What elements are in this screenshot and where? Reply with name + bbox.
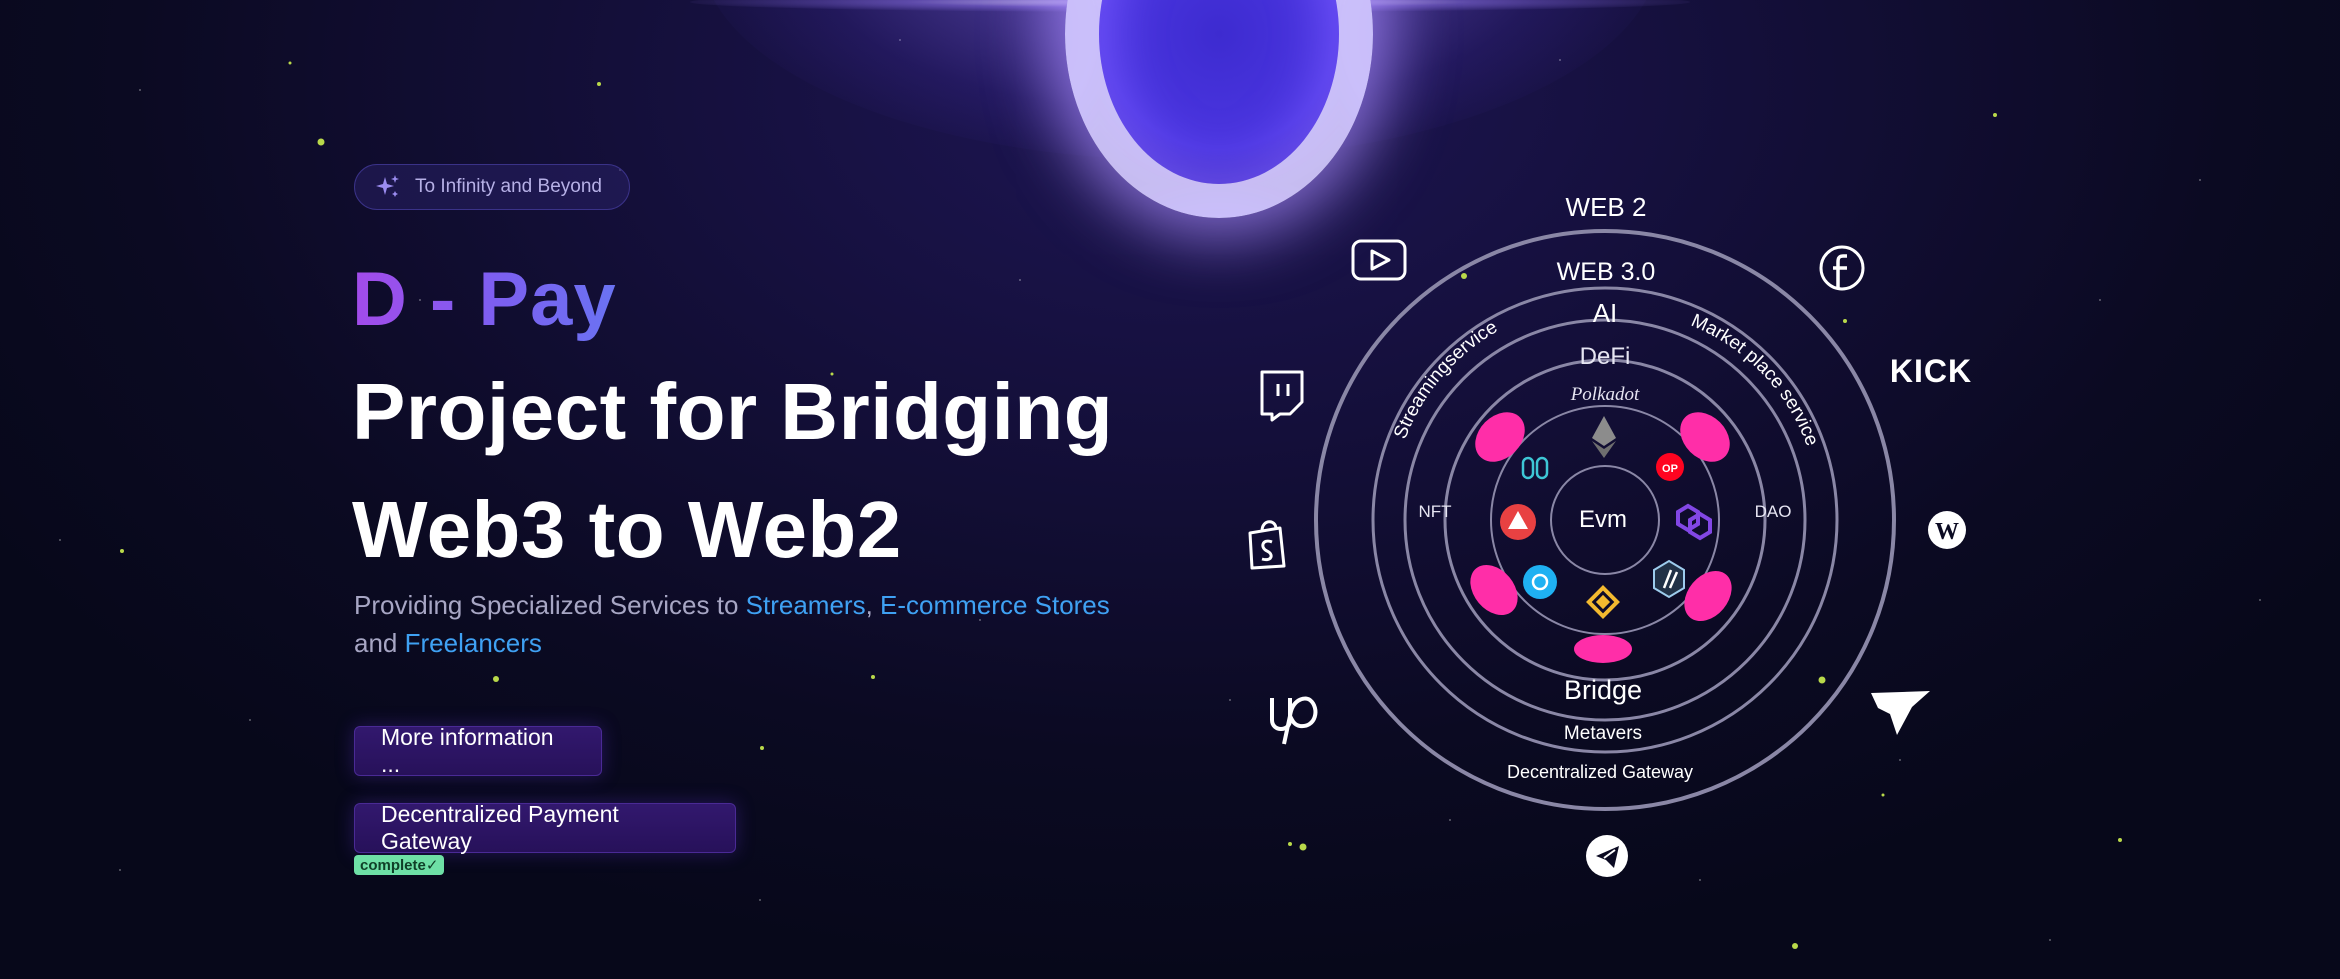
hero-subtitle: Providing Specialized Services to Stream…	[354, 586, 1254, 662]
ring-ai	[1403, 318, 1807, 722]
arbitrum-icon	[1653, 559, 1685, 599]
tagline-text: To Infinity and Beyond	[415, 176, 602, 197]
ring-center	[1550, 465, 1660, 575]
facebook-icon[interactable]	[1819, 245, 1865, 291]
label-web2: WEB 2	[1566, 192, 1647, 222]
bnb-icon	[1586, 585, 1620, 619]
kick-icon[interactable]: KICK	[1890, 353, 1972, 389]
freelancers-link[interactable]: Freelancers	[404, 628, 542, 658]
pink-node	[1574, 635, 1632, 663]
headline-line-2: Web3 to Web2	[352, 485, 902, 574]
label-bridge: Bridge	[1564, 675, 1642, 705]
youtube-icon[interactable]	[1351, 239, 1407, 281]
ethereum-icon	[1592, 416, 1616, 458]
pink-node	[1680, 412, 1730, 462]
upwork-icon[interactable]	[1270, 696, 1318, 745]
brand-title: D - Pay	[352, 257, 617, 342]
status-badge: complete✓	[354, 855, 445, 875]
fantom-icon	[1523, 565, 1557, 599]
label-ai: AI	[1593, 298, 1618, 328]
telegram-icon[interactable]	[1586, 835, 1628, 877]
label-polkadot: Polkadot	[1570, 384, 1640, 405]
ring-defi	[1443, 358, 1767, 682]
twitch-icon[interactable]	[1260, 370, 1304, 422]
subtitle-prefix: Providing Specialized Services to	[354, 590, 739, 620]
label-metavers: Metavers	[1564, 723, 1642, 744]
ring-web3	[1371, 286, 1839, 754]
ring-polkadot	[1490, 405, 1720, 635]
more-information-button[interactable]: More information ...	[354, 724, 602, 777]
avalanche-icon	[1500, 504, 1536, 540]
subtitle-and: and	[354, 628, 398, 658]
label-decentralized-gateway: Decentralized Gateway	[1507, 762, 1693, 782]
sparkles-icon	[376, 175, 399, 197]
label-nft: NFT	[1418, 502, 1451, 521]
subtitle-separator: ,	[865, 590, 873, 620]
pink-node	[1470, 564, 1518, 616]
headline-line-1: Project for Bridging	[352, 367, 1114, 456]
label-web3: WEB 3.0	[1557, 258, 1656, 286]
tagline-badge: To Infinity and Beyond	[354, 164, 630, 210]
pink-node	[1475, 412, 1525, 462]
label-defi: DeFi	[1580, 343, 1631, 370]
pink-node	[1684, 570, 1732, 622]
ring-web2	[1314, 229, 1896, 811]
decentralized-payment-gateway-button[interactable]: Decentralized Payment Gateway	[354, 801, 736, 854]
freelancer-icon[interactable]	[1871, 691, 1930, 735]
label-evm: Evm	[1579, 506, 1627, 533]
polkadot-chain-icon	[1521, 456, 1549, 480]
streamers-link[interactable]: Streamers	[745, 590, 866, 620]
optimism-icon: OP	[1656, 453, 1684, 481]
ecommerce-link[interactable]: E-commerce Stores	[880, 590, 1110, 620]
label-dao: DAO	[1755, 502, 1792, 521]
shopify-icon[interactable]	[1248, 520, 1286, 570]
svg-text:OP: OP	[1662, 463, 1678, 475]
svg-text:W: W	[1935, 519, 1959, 545]
wordpress-icon[interactable]: W	[1928, 511, 1966, 549]
polygon-icon	[1676, 503, 1712, 541]
